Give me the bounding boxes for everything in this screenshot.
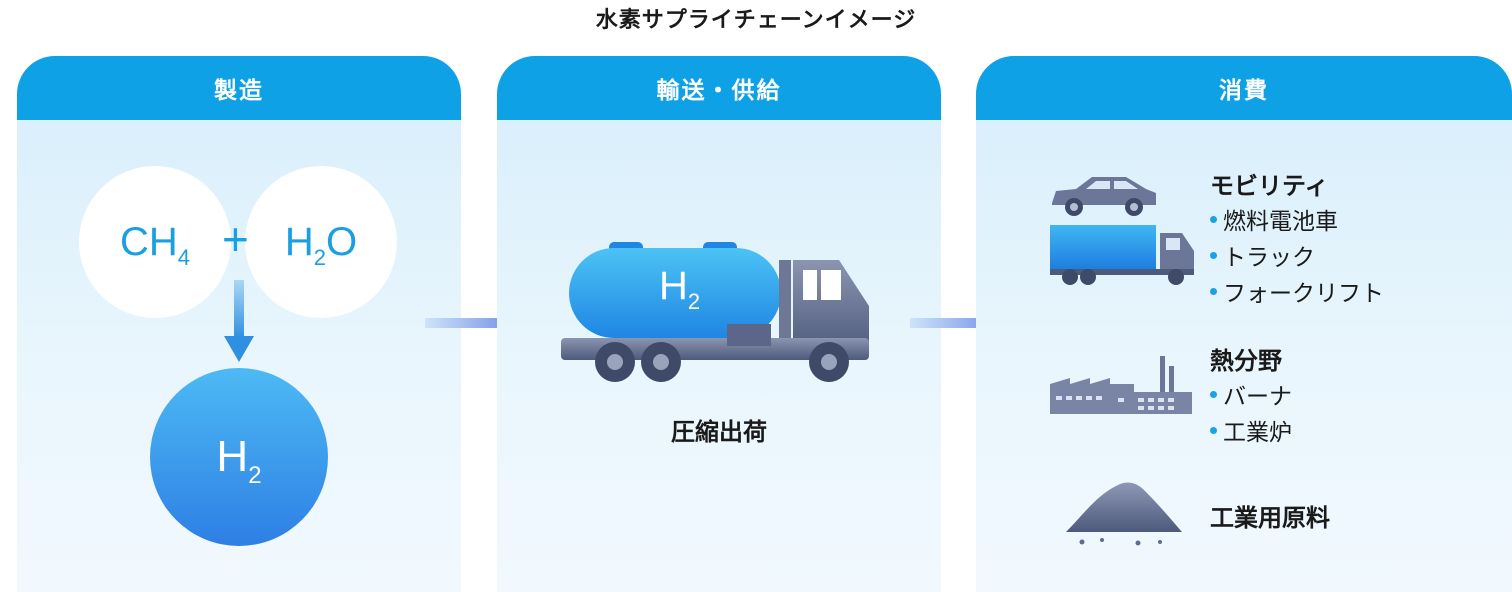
- transport-caption: 圧縮出荷: [671, 418, 767, 446]
- truck-icon: [1050, 225, 1194, 285]
- bullet-icon: [1210, 390, 1217, 398]
- heat-title: 熱分野: [1210, 347, 1282, 375]
- list-item: 燃料電池車: [1210, 202, 1338, 236]
- factory-icon: [1050, 356, 1192, 414]
- production-header: 製造: [17, 56, 461, 120]
- methane-formula: CH4: [119, 219, 191, 270]
- list-item: フォークリフト: [1210, 274, 1384, 308]
- list-item: バーナ: [1210, 377, 1292, 411]
- bullet-icon: [1210, 215, 1217, 223]
- transport-header: 輸送・供給: [497, 56, 941, 120]
- bullet-icon: [1210, 426, 1217, 434]
- hydrogen-formula: H2: [216, 432, 262, 489]
- car-icon: [1052, 177, 1156, 216]
- bullet-icon: [1210, 287, 1217, 295]
- diagram-title: 水素サプライチェーンイメージ: [595, 8, 917, 33]
- plus-sign: +: [222, 213, 249, 265]
- tank-truck-icon: [561, 242, 869, 382]
- industrial-title: 工業用原料: [1210, 504, 1330, 532]
- mobility-title: モビリティ: [1210, 172, 1329, 200]
- hydrogen-circle: H2: [150, 368, 328, 546]
- tank-formula: H2: [659, 264, 701, 314]
- down-arrow-icon: [224, 280, 254, 362]
- list-item: 工業炉: [1210, 413, 1292, 447]
- water-circle: H2O: [245, 166, 397, 318]
- transport-panel: 輸送・供給 H2 圧縮出荷: [497, 56, 941, 592]
- production-panel: 製造 CH4 H2O + H2: [17, 56, 461, 592]
- bullet-icon: [1210, 251, 1217, 259]
- methane-circle: CH4: [79, 166, 231, 318]
- list-item: トラック: [1210, 238, 1315, 272]
- water-formula: H2O: [284, 219, 358, 270]
- consumption-panel: 消費 モビリティ 燃料電池車 トラック フォークリフト 熱分野 バーナ 工業炉: [976, 56, 1512, 592]
- material-pile-icon: [1066, 482, 1182, 546]
- consumption-header: 消費: [976, 56, 1512, 120]
